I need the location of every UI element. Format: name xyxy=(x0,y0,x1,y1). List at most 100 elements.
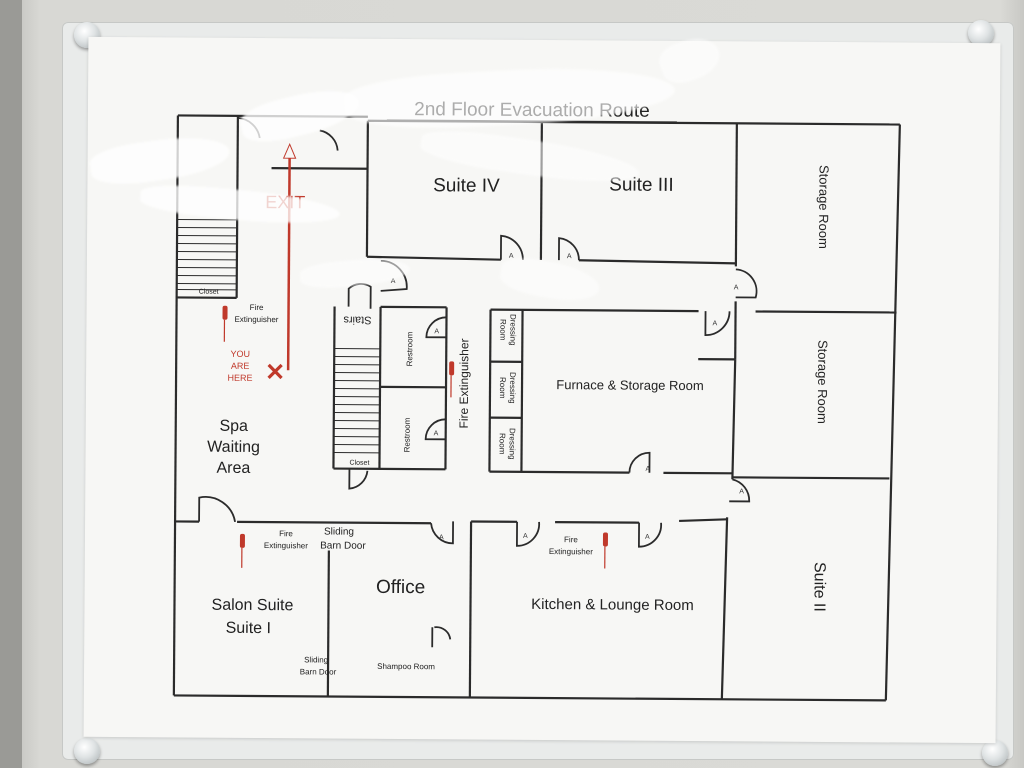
office-left-wall xyxy=(326,550,330,697)
kitchen-top-wall-b xyxy=(555,520,640,524)
door-swing-stairwell xyxy=(380,259,408,292)
suite-iv-bottom-wall xyxy=(366,255,501,261)
restroom-2-label: Restroom xyxy=(403,417,412,452)
door-mark: A xyxy=(734,284,739,291)
outer-wall-left xyxy=(172,115,180,696)
evacuation-route xyxy=(282,142,297,371)
extinguisher-icon-salon xyxy=(239,533,245,548)
fire-extinguisher-left-label-1: Fire xyxy=(250,303,264,312)
furnace-top-wall xyxy=(490,308,699,313)
dressing-room-3-label-a: Dressing xyxy=(508,428,517,460)
door-swing-closet xyxy=(348,468,369,490)
dressing-left-wall xyxy=(488,309,492,472)
kitchen-lounge-label: Kitchen & Lounge Room xyxy=(531,596,694,614)
dressing-room-1-label-b: Room xyxy=(498,319,507,341)
kitchen-top-wall-c xyxy=(679,518,728,523)
door-mark: A xyxy=(391,278,396,285)
door-mark: A xyxy=(645,466,650,473)
exit-label: EXIT xyxy=(265,192,305,212)
door-mark: A xyxy=(712,320,717,327)
storage-divider xyxy=(755,310,897,314)
door-swing-restroom-2 xyxy=(424,418,446,441)
extinguisher-icon-left xyxy=(222,305,228,320)
fire-extinguisher-kitchen-label-1: Fire xyxy=(564,535,578,544)
suite-ii-top-wall xyxy=(732,476,890,480)
outer-wall-top-left xyxy=(177,114,368,118)
salon-suite-label-1: Salon Suite xyxy=(212,597,294,615)
furnace-bottom-wall xyxy=(489,470,630,474)
suite-iv-label: Suite IV xyxy=(433,175,500,196)
door-swing-restroom-1 xyxy=(425,316,447,339)
door-swing-top-exit xyxy=(319,129,339,151)
fire-extinguisher-center-label: Fire Extinguisher xyxy=(457,338,472,428)
storage-room-2-label: Storage Room xyxy=(815,340,831,424)
door-mark: A xyxy=(739,488,744,495)
doors xyxy=(198,116,758,648)
office-label: Office xyxy=(376,577,425,598)
suite-iii-bottom-wall xyxy=(578,259,736,265)
suite-divider xyxy=(539,121,543,260)
wall-edge xyxy=(0,0,22,768)
door-swing-shampoo xyxy=(431,626,452,648)
salon-suite-label-2: Suite I xyxy=(226,620,271,637)
fire-extinguisher-kitchen-label-2: Extinguisher xyxy=(549,547,593,556)
restroom-1-label: Restroom xyxy=(405,331,414,366)
door-swing-top-left xyxy=(237,116,261,139)
door-mark: A xyxy=(439,534,444,541)
door-marks: A A A A A A A A A A A A xyxy=(391,253,745,542)
door-swing-furnace xyxy=(628,451,651,473)
dressing-room-3-label-b: Room xyxy=(498,433,507,455)
door-swing-storage-1 xyxy=(735,268,758,299)
door-swing-kitchen-1 xyxy=(516,521,540,547)
exit-corridor-wall xyxy=(271,167,368,170)
suite-iii-label: Suite III xyxy=(609,174,674,195)
floor-plan: 2nd Floor Evacuation Route xyxy=(172,99,901,702)
fire-extinguisher-left-label-2: Extinguisher xyxy=(234,315,278,324)
you-are-here-label-2: ARE xyxy=(231,361,250,371)
center-stairs-label: Stairs xyxy=(343,314,372,326)
outer-wall-right xyxy=(884,124,901,701)
door-swing-office xyxy=(430,521,454,545)
suite-iv-left-wall xyxy=(365,120,369,257)
dressing-right-wall xyxy=(520,309,524,472)
dressing-room-1-label-a: Dressing xyxy=(508,314,517,346)
center-closet-label: Closet xyxy=(350,460,370,467)
route-arrowhead xyxy=(282,142,297,159)
fire-extinguisher-salon-label-1: Fire xyxy=(279,529,293,538)
sliding-door-top-label-1: Sliding xyxy=(324,526,354,537)
door-mark: A xyxy=(645,534,650,541)
office-right-wall xyxy=(468,521,473,698)
door-swing-kitchen-2 xyxy=(638,522,662,548)
door-mark: A xyxy=(523,533,528,540)
door-mark: A xyxy=(434,430,439,437)
extinguisher-icon-center xyxy=(449,361,455,376)
you-are-here-label-3: HERE xyxy=(228,373,253,383)
door-mark: A xyxy=(567,253,572,260)
spa-waiting-label-1: Spa xyxy=(219,418,248,435)
center-stair-left-wall xyxy=(332,306,336,469)
route-line xyxy=(286,158,291,371)
door-swing-salon xyxy=(198,496,236,523)
center-block-bottom xyxy=(333,467,446,471)
door-swing-storage-2 xyxy=(704,311,731,337)
suite-ii-left-wall xyxy=(720,517,729,700)
extinguisher-icon-kitchen xyxy=(602,532,608,547)
door-swing-center-stair xyxy=(347,282,372,309)
center-stairs xyxy=(333,348,381,454)
storage-left-wall-lower xyxy=(731,359,737,480)
sliding-door-bottom-label-2: Barn Door xyxy=(300,667,337,676)
dressing-room-2-label-b: Room xyxy=(498,377,507,399)
door-mark: A xyxy=(434,328,439,335)
storage-room-1-label: Storage Room xyxy=(816,165,832,249)
outer-wall-bottom xyxy=(173,694,886,702)
you-are-here-marker: ✕ xyxy=(265,359,285,386)
fire-extinguisher-salon-label-2: Extinguisher xyxy=(264,541,308,550)
door-swing-suite-ii xyxy=(729,478,751,503)
salon-top-wall-b xyxy=(237,520,432,525)
spa-waiting-label-3: Area xyxy=(216,460,250,477)
pin-top-right xyxy=(968,20,994,46)
dressing-room-2-label-a: Dressing xyxy=(508,372,517,404)
sliding-door-top-label-2: Barn Door xyxy=(320,540,366,551)
left-closet-label: Closet xyxy=(199,289,219,296)
